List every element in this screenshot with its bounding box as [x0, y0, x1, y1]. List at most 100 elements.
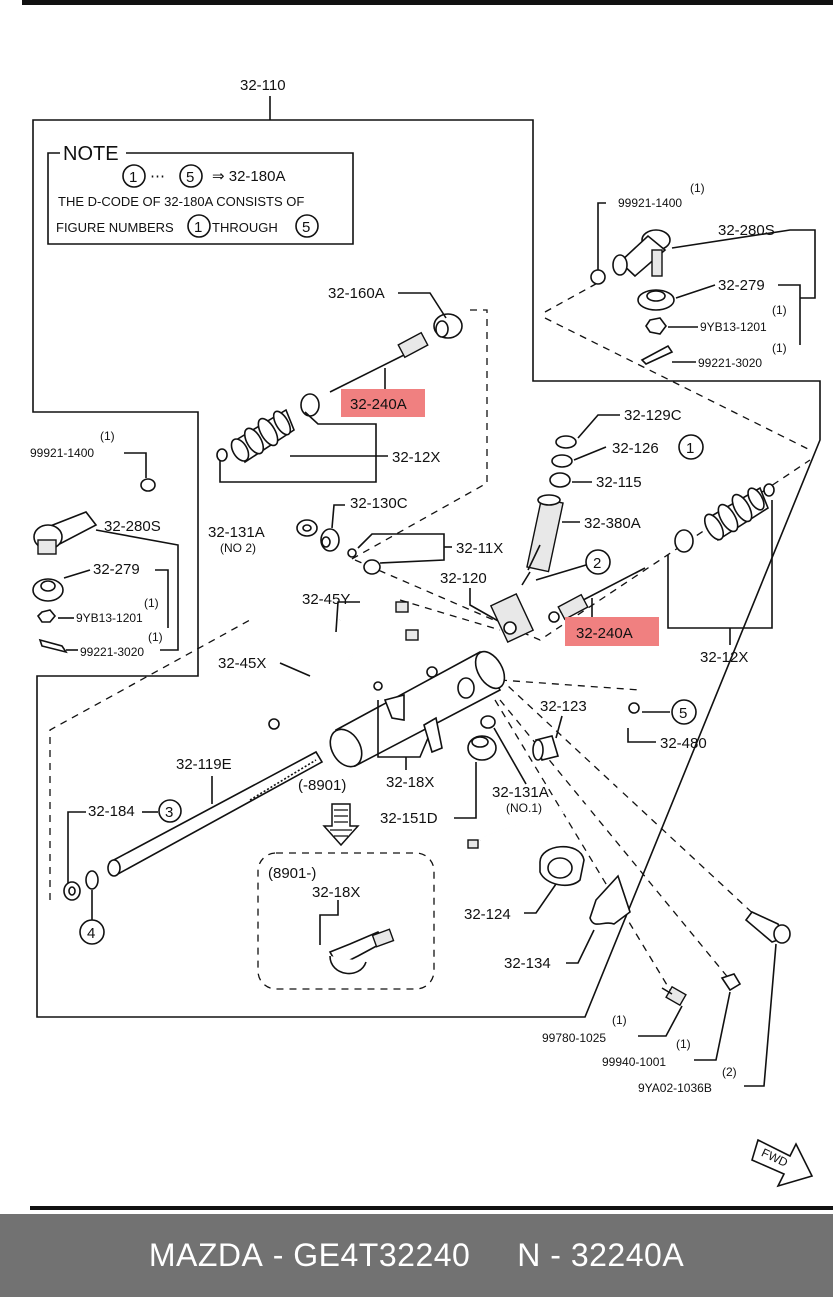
qty-99780-1025: (1)	[612, 1013, 627, 1027]
label-32-134: 32-134	[504, 955, 551, 972]
label-32-11X: 32-11X	[456, 540, 503, 557]
washer-32-131A-no2	[296, 519, 318, 537]
pipe-32-45X	[268, 629, 419, 730]
note-circle-first: 1	[129, 169, 137, 186]
down-arrow	[322, 803, 360, 847]
tie-rod-end-left	[33, 478, 156, 555]
circle-1: 1	[686, 440, 694, 457]
label-32-240A-upper: 32-240A	[350, 396, 407, 413]
qty-9YA02-1036B: (2)	[722, 1065, 737, 1079]
fwd-arrow-icon: FWD	[751, 1138, 814, 1188]
note-line2: THE D-CODE OF 32-180A CONSISTS OF	[58, 194, 304, 209]
note-line3-a: FIGURE NUMBERS	[56, 220, 174, 235]
bushing-32-160A	[433, 313, 463, 339]
label-32-115: 32-115	[596, 474, 642, 491]
label-32-12X-lower: 32-12X	[700, 649, 748, 666]
label-32-380A: 32-380A	[584, 515, 641, 532]
footer-part-number: GE4T32240	[293, 1237, 471, 1273]
label-32-126: 32-126	[612, 440, 659, 457]
clamp-32-18X	[383, 693, 443, 754]
clamp-ring-upper	[300, 393, 320, 417]
seal-32-279-left	[32, 578, 64, 602]
label-32-480: 32-480	[660, 735, 707, 752]
label-32-18X-b: 32-18X	[312, 884, 360, 901]
seal-32-279-right	[637, 289, 675, 311]
down-arrow-hatch	[330, 809, 352, 837]
qty-99921-1400-left: (1)	[100, 429, 115, 443]
label-32-151D: 32-151D	[380, 810, 438, 827]
bolt-9YA02-1036B	[744, 911, 791, 944]
top-border	[22, 0, 833, 5]
qty-99940-1001: (1)	[676, 1037, 691, 1051]
label-99780-1025: 99780-1025	[542, 1031, 606, 1045]
inset-8901-plus	[257, 852, 435, 990]
tie-rod-upper	[329, 331, 429, 393]
bottom-border	[30, 1206, 833, 1210]
label-8901-plus: (8901-)	[268, 865, 316, 882]
qty-99221-3020-right: (1)	[772, 341, 787, 355]
plug-32-11X	[363, 559, 381, 575]
label-32-110: 32-110	[240, 77, 286, 94]
note-circle-last: 5	[186, 169, 194, 186]
label-32-240A-lower: 32-240A	[576, 625, 633, 642]
highlight-32-240A-upper	[341, 389, 425, 417]
note-line1: ⇒ 32-180A	[212, 168, 285, 185]
nut-32-184	[63, 881, 81, 901]
pinion-parts	[521, 435, 577, 586]
qty-9YB13-1201-right: (1)	[772, 303, 787, 317]
boot-upper	[216, 408, 295, 464]
boot-right	[703, 483, 775, 542]
footer-sep: -	[263, 1237, 294, 1273]
label-32-18X-a: 32-18X	[386, 774, 434, 791]
label-32-45X: 32-45X	[218, 655, 266, 672]
label-32-131A-no1: 32-131A	[492, 784, 549, 801]
cotter-pin-left	[38, 638, 68, 654]
label-9YB13-1201-right: 9YB13-1201	[700, 320, 767, 334]
label-99921-1400-right: 99921-1400	[618, 196, 682, 210]
circle-3: 3	[165, 804, 173, 821]
footer-n-code: 32240A	[570, 1237, 685, 1273]
bolt-99780-1025	[661, 985, 687, 1007]
label-32-279-right: 32-279	[718, 277, 765, 294]
qty-9YB13-1201-left: (1)	[144, 596, 159, 610]
label-32-123: 32-123	[540, 698, 587, 715]
label-32-129C: 32-129C	[624, 407, 682, 424]
tie-rod-end-right	[590, 229, 671, 285]
qty-99921-1400-right: (1)	[690, 181, 705, 195]
bracket-32-124	[539, 845, 585, 887]
label-32-12X-upper: 32-12X	[392, 449, 440, 466]
qty-32-131A-no2: (NO 2)	[220, 541, 256, 555]
label-32-160A: 32-160A	[328, 285, 385, 302]
footer-brand: MAZDA	[148, 1237, 264, 1273]
cotter-pin-right	[640, 344, 674, 365]
dashed-guides	[49, 279, 811, 991]
label-99940-1001: 99940-1001	[602, 1055, 666, 1069]
label-32-131A-no2: 32-131A	[208, 524, 265, 541]
label-32-119E: 32-119E	[176, 756, 232, 773]
rack-32-119E	[107, 750, 324, 877]
washer-4	[85, 870, 99, 890]
rack-housing	[329, 593, 535, 768]
circle-2: 2	[593, 555, 601, 572]
label-9YA02-1036B: 9YA02-1036B	[638, 1081, 712, 1095]
footer-gap	[470, 1237, 517, 1274]
label-32-130C: 32-130C	[350, 495, 408, 512]
qty-99221-3020-left: (1)	[148, 630, 163, 644]
plug-32-151D	[467, 735, 497, 761]
bushing-32-123	[532, 735, 560, 761]
nut-9YB13-1201-left	[36, 609, 57, 623]
note-ellipsis: ⋯	[150, 168, 165, 185]
label-32-45Y: 32-45Y	[302, 591, 350, 608]
note-circle-first-2: 1	[194, 219, 202, 236]
label-8901-minus: (-8901)	[298, 777, 346, 794]
label-9YB13-1201-left: 9YB13-1201	[76, 611, 143, 625]
bracket-32-134	[589, 874, 631, 925]
label-99221-3020-left: 99221-3020	[80, 645, 144, 659]
parts-diagram: 32-110 NOTE 1 ⋯ 5 ⇒ 32-180A THE D-CODE O…	[22, 0, 833, 1210]
circle-4: 4	[87, 925, 95, 942]
pipe-32-45Y	[319, 601, 409, 665]
cap-32-130C	[320, 528, 340, 552]
qty-32-131A-no1: (NO.1)	[506, 801, 542, 815]
note-line3-b: THROUGH	[212, 220, 278, 235]
footer-n-prefix: N -	[517, 1237, 571, 1273]
